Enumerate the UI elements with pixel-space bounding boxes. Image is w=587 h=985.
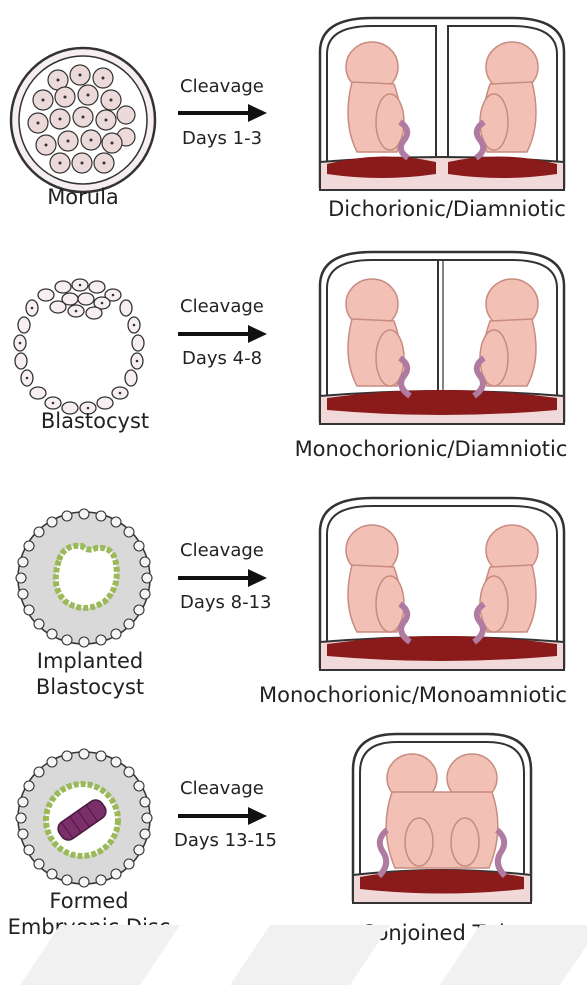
right-arrow-icon xyxy=(178,103,268,123)
cell-label-line: Blastocyst xyxy=(4,674,176,700)
arrow-bottom-label: Days 4-8 xyxy=(182,348,262,369)
conjoined-twins-illustration xyxy=(347,730,537,905)
cell-label-line: Implanted xyxy=(4,648,176,674)
cell-label: Blastocyst xyxy=(10,408,180,434)
morula-illustration xyxy=(8,45,158,195)
arrow-bottom-label: Days 1-3 xyxy=(182,128,262,149)
arrow-top-label: Cleavage xyxy=(180,76,264,97)
twins-monochorionic-diamniotic-illustration xyxy=(312,246,572,426)
cell-label-line: Blastocyst xyxy=(41,409,149,433)
formed-embryonic-disc-illustration xyxy=(14,748,154,888)
stage-row-2: Blastocyst Cleavage Days 4-8 Monochorion… xyxy=(0,240,587,480)
right-arrow-icon xyxy=(178,324,268,344)
watermark-stripes xyxy=(0,925,587,985)
arrow-top-label: Cleavage xyxy=(180,540,264,561)
cell-label: Morula xyxy=(8,184,158,210)
cell-label-line: Formed xyxy=(0,888,178,914)
stage-row-1: Morula Cleavage Days 1-3 Dichorionic/Dia… xyxy=(0,0,587,240)
blastocyst-illustration xyxy=(10,275,150,425)
result-label: Monochorionic/Diamniotic xyxy=(278,436,584,462)
right-arrow-icon xyxy=(178,806,268,826)
arrow-top-label: Cleavage xyxy=(180,296,264,317)
twins-dichorionic-diamniotic-illustration xyxy=(312,12,572,192)
arrow-top-label: Cleavage xyxy=(180,778,264,799)
result-label: Monochorionic/Monoamniotic xyxy=(242,682,584,708)
stage-row-3: Implanted Blastocyst Cleavage Days 8-13 … xyxy=(0,480,587,720)
right-arrow-icon xyxy=(178,568,268,588)
result-label: Dichorionic/Diamniotic xyxy=(312,196,582,222)
cell-label: Implanted Blastocyst xyxy=(4,648,176,700)
arrow-bottom-label: Days 8-13 xyxy=(180,592,272,613)
arrow-bottom-label: Days 13-15 xyxy=(174,830,277,851)
implanted-blastocyst-illustration xyxy=(14,508,154,648)
cell-label-line: Morula xyxy=(47,185,119,209)
twins-monochorionic-monoamniotic-illustration xyxy=(312,492,572,672)
